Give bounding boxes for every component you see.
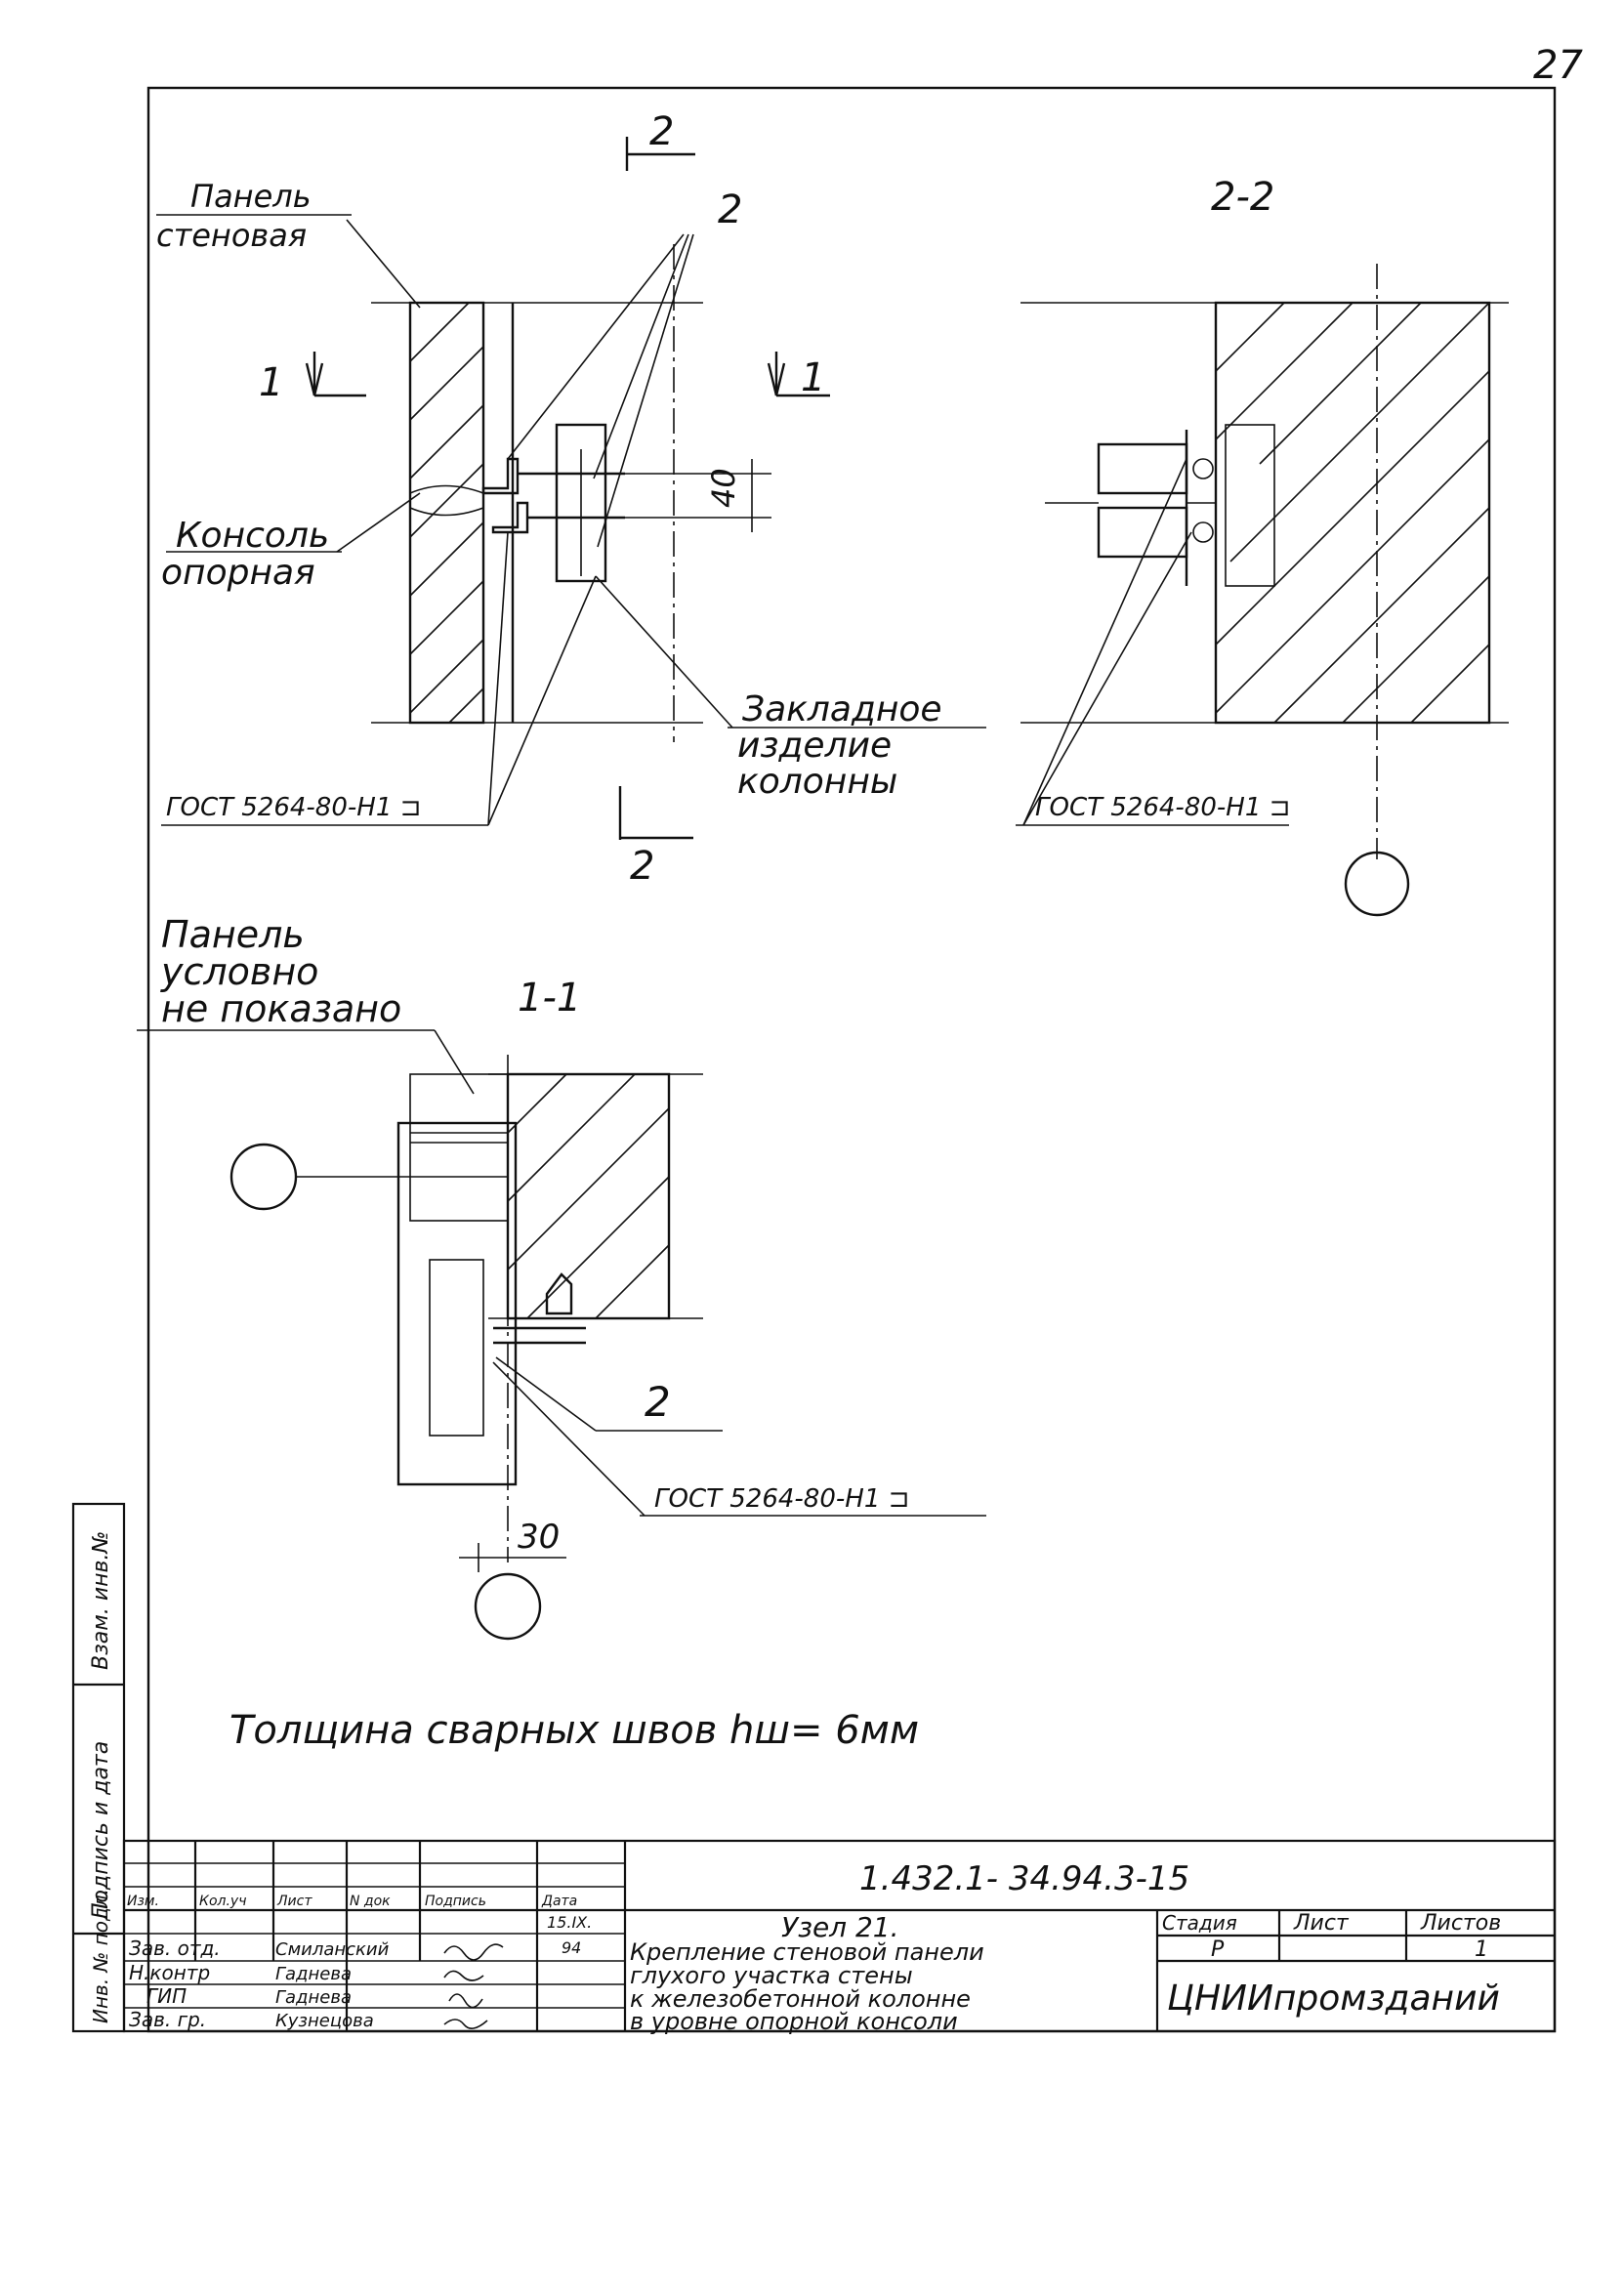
embedded-body bbox=[396, 1121, 518, 1486]
designation: 1.432.1- 34.94.3-15 bbox=[859, 1859, 1189, 1898]
side-stamp: Взам. инв.№ Подпись и дата Инв. № подл. bbox=[71, 1502, 126, 2033]
staff-name-2: Гаднева bbox=[275, 1987, 352, 2008]
label-embedded-l3: колонны bbox=[737, 762, 897, 802]
signature-3 bbox=[443, 2019, 488, 2029]
axis-bubble-bottom bbox=[474, 1572, 542, 1641]
signature-2 bbox=[448, 1993, 483, 2009]
section-1-1-title: 1-1 bbox=[518, 976, 581, 1021]
section-1-1: Панель условно не показано 1-1 bbox=[137, 913, 986, 1641]
hdr-kol: Кол.уч bbox=[199, 1894, 246, 1909]
title-line-4: в уровне опорной консоли bbox=[630, 2008, 958, 2035]
hdr-ndok: N док bbox=[350, 1894, 391, 1909]
section-mark-left: 1 bbox=[259, 360, 283, 405]
signature-0 bbox=[443, 1943, 504, 1961]
label-console-l2: опорная bbox=[161, 553, 315, 593]
section-mark-right: 1 bbox=[801, 355, 825, 400]
staff-name-3: Кузнецова bbox=[275, 2011, 374, 2031]
staff-name-0: Смиланский bbox=[275, 1939, 390, 1960]
note-panel-l2: условно bbox=[160, 950, 318, 993]
axis-bubble-2-2 bbox=[1344, 851, 1410, 917]
side-stamp-cell3: Инв. № подл. bbox=[89, 1889, 112, 2023]
sheets-label: Листов bbox=[1420, 1911, 1501, 1936]
panel-outline bbox=[409, 1073, 509, 1222]
staff-role-0: Зав. отд. bbox=[129, 1937, 221, 1960]
hdr-data: Дата bbox=[541, 1894, 577, 1909]
staff-role-3: Зав. гр. bbox=[129, 2008, 206, 2031]
title-block: 1.432.1- 34.94.3-15 Изм. Кол.уч Лист N д… bbox=[122, 1839, 1557, 2035]
elevation-view: 40 2 2 1 1 2 Панель стеновая Консоль опо… bbox=[156, 109, 986, 889]
stage-label: Стадия bbox=[1162, 1911, 1237, 1935]
section-mark-top: 2 bbox=[649, 109, 674, 154]
organization: ЦНИИпромзданий bbox=[1167, 1979, 1500, 2019]
label-panel-l1: Панель bbox=[190, 178, 312, 215]
label-panel-l2: стеновая bbox=[156, 217, 307, 254]
gost-label-elevation: ГОСТ 5264-80-Н1 ⊐ bbox=[166, 793, 421, 822]
title-line-3: к железобетонной колонне bbox=[630, 1985, 971, 2013]
stage-value: Р bbox=[1211, 1937, 1225, 1962]
note-panel-l3: не показано bbox=[161, 987, 401, 1030]
section-2-2-title: 2-2 bbox=[1211, 175, 1274, 220]
title-line-1: Крепление стеновой панели bbox=[630, 1938, 984, 1966]
column-section bbox=[1214, 301, 1491, 725]
date-line2: 94 bbox=[562, 1938, 581, 1957]
side-stamp-cell2: Подпись и дата bbox=[89, 1741, 113, 1919]
label-embedded-l2: изделие bbox=[737, 726, 892, 766]
weld-label-2: 2 bbox=[718, 187, 742, 232]
wall-panel bbox=[408, 301, 485, 725]
weld-mark-1-1: 2 bbox=[645, 1378, 671, 1426]
hdr-podpis: Подпись bbox=[425, 1894, 486, 1909]
sheets-value: 1 bbox=[1475, 1937, 1488, 1962]
title-line-2: глухого участка стены bbox=[630, 1962, 913, 1989]
sheet-label: Лист bbox=[1293, 1911, 1350, 1936]
section-mark-bottom: 2 bbox=[630, 844, 654, 889]
embedded-plate bbox=[555, 423, 607, 583]
label-embedded-l1: Закладное bbox=[742, 689, 942, 729]
weld-note: Толщина сварных швов hш= 6мм bbox=[229, 1708, 919, 1753]
section-2-2: 2-2 ГОСТ 5264-80-Н1 ⊐ bbox=[1016, 175, 1509, 917]
page-number: 27 bbox=[1533, 43, 1583, 88]
console-section bbox=[1097, 442, 1188, 495]
signature-1 bbox=[443, 1970, 484, 1981]
gost-label-2-2: ГОСТ 5264-80-Н1 ⊐ bbox=[1035, 793, 1290, 822]
label-console-l1: Консоль bbox=[176, 516, 329, 556]
title-line-0: Узел 21. bbox=[781, 1911, 899, 1943]
staff-role-2: ГИП bbox=[146, 1984, 187, 2008]
side-stamp-cell1: Взам. инв.№ bbox=[89, 1531, 113, 1670]
staff-role-1: Н.контр bbox=[129, 1961, 210, 1984]
dimension-40: 40 bbox=[705, 468, 742, 508]
column-1-1 bbox=[506, 1072, 671, 1320]
support-console bbox=[481, 457, 520, 495]
gost-label-1-1: ГОСТ 5264-80-Н1 ⊐ bbox=[654, 1484, 909, 1514]
panel-hatch bbox=[409, 302, 484, 724]
axis-bubble-left bbox=[229, 1143, 298, 1211]
dimension-30: 30 bbox=[518, 1518, 560, 1557]
note-panel-l1: Панель bbox=[161, 913, 305, 956]
hdr-izm: Изм. bbox=[127, 1894, 159, 1909]
hdr-list: Лист bbox=[276, 1894, 312, 1909]
date-line1: 15.IX. bbox=[547, 1913, 592, 1932]
staff-name-1: Гаднева bbox=[275, 1964, 352, 1984]
panel-joint bbox=[409, 484, 484, 494]
